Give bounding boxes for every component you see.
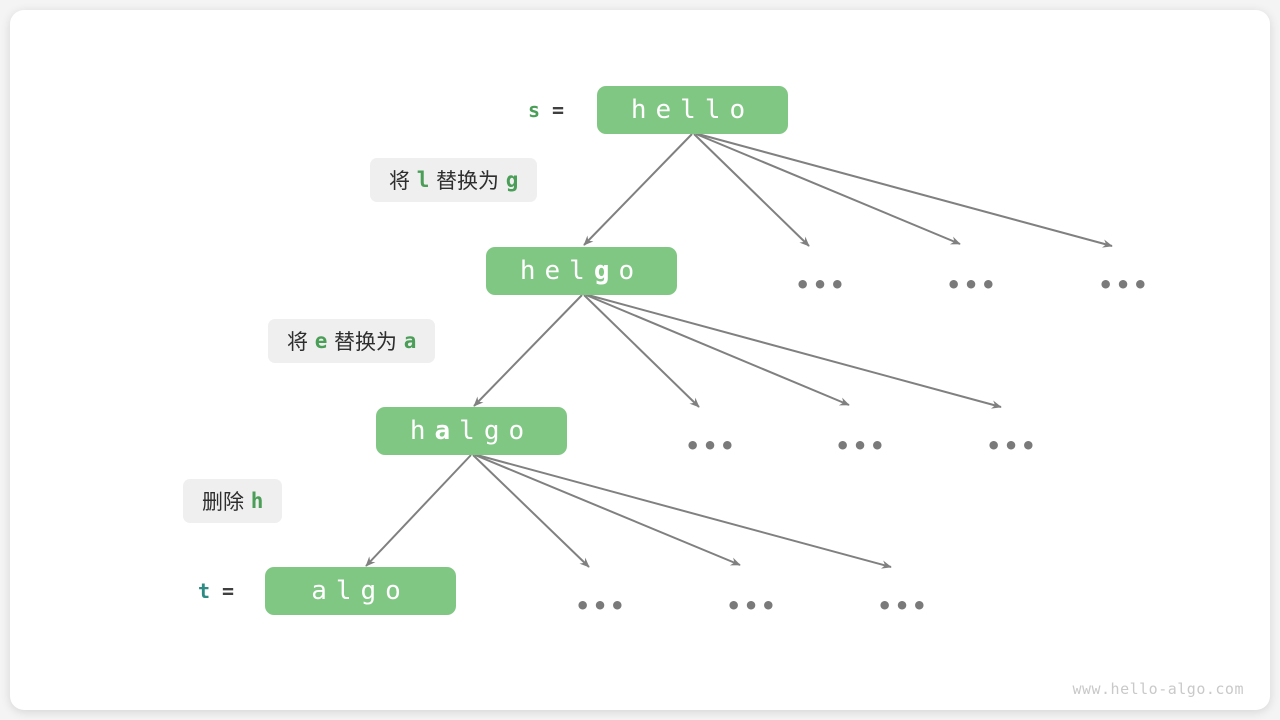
node-char: o	[385, 576, 410, 606]
operation-chip-delete-h: 删除 h	[183, 479, 283, 523]
node-char: l	[459, 416, 484, 446]
ellipsis-marker: •••	[1098, 271, 1151, 299]
op-from-char: l	[416, 168, 430, 192]
node-char: l	[569, 256, 594, 286]
node-char: e	[544, 256, 570, 286]
node-char: h	[630, 95, 656, 125]
node-char: o	[618, 256, 644, 286]
node-hello[interactable]: h e l l o	[597, 86, 788, 134]
ellipsis-marker: •••	[986, 432, 1039, 460]
op-prefix: 删除	[202, 490, 251, 514]
node-char: l	[680, 95, 705, 125]
node-char: l	[704, 95, 730, 125]
watermark: www.hello-algo.com	[1072, 680, 1244, 698]
node-algo[interactable]: a l g o	[265, 567, 456, 615]
node-char: l	[335, 576, 361, 606]
variable-name-s: s	[528, 98, 541, 122]
ellipsis-marker: •••	[795, 271, 848, 299]
ellipsis-marker: •••	[575, 592, 628, 620]
variable-equals-s: =	[552, 98, 565, 122]
op-from-char: h	[250, 489, 264, 513]
node-char: h	[519, 256, 545, 286]
operation-chip-replace-e-a: 将 e 替换为 a	[268, 319, 436, 363]
variable-name-t: t	[198, 579, 211, 603]
node-char-highlighted: g	[593, 256, 619, 286]
ellipsis-marker: •••	[685, 432, 738, 460]
node-char: g	[360, 576, 386, 606]
node-char: e	[655, 95, 681, 125]
node-helgo[interactable]: h e l g o	[486, 247, 677, 295]
ellipsis-marker: •••	[726, 592, 779, 620]
ellipsis-marker: •••	[835, 432, 888, 460]
edges-level-2	[365, 454, 892, 569]
variable-equals-t: =	[222, 579, 235, 603]
op-to-char: g	[505, 168, 519, 192]
ellipsis-marker: •••	[877, 592, 930, 620]
op-middle: 替换为	[327, 330, 404, 354]
op-middle: 替换为	[429, 169, 506, 193]
op-prefix: 将	[389, 169, 417, 193]
edges-level-0	[583, 133, 1113, 248]
node-char: o	[729, 95, 755, 125]
node-char: a	[311, 576, 336, 606]
variable-label-s: s =	[528, 86, 564, 134]
node-char: h	[409, 416, 435, 446]
op-to-char: a	[403, 329, 417, 353]
op-prefix: 将	[287, 330, 315, 354]
operation-chip-replace-l-g: 将 l 替换为 g	[370, 158, 538, 202]
edges-level-1	[473, 294, 1002, 409]
node-halgo[interactable]: h a l g o	[376, 407, 567, 455]
variable-label-t: t =	[198, 567, 234, 615]
node-char: g	[483, 416, 509, 446]
op-from-char: e	[314, 329, 328, 353]
node-char-highlighted: a	[434, 416, 460, 446]
ellipsis-marker: •••	[946, 271, 999, 299]
node-char: o	[508, 416, 534, 446]
